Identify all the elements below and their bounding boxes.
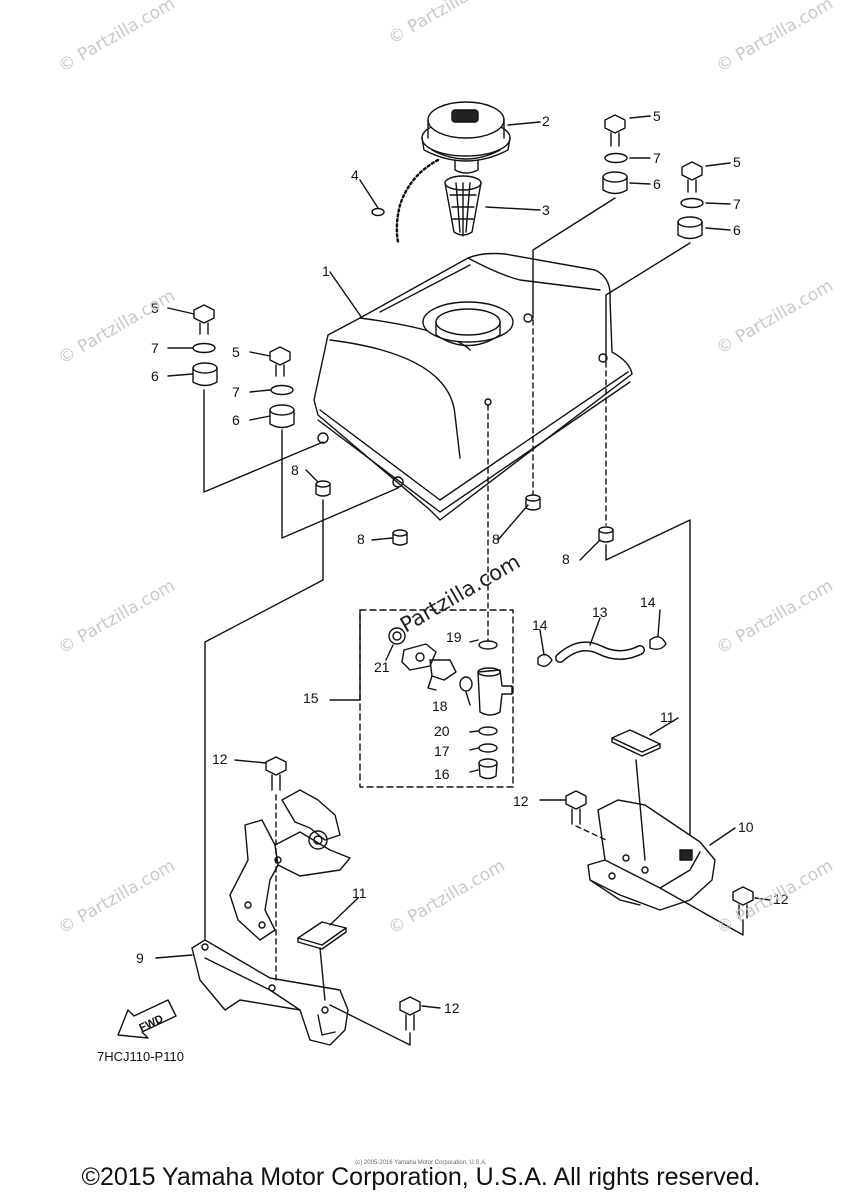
callout-12: 12 xyxy=(773,891,789,907)
washer-19[interactable] xyxy=(478,640,498,650)
callout-4: 4 xyxy=(351,167,359,183)
hose-clip-14a[interactable] xyxy=(537,653,553,667)
callout-5: 5 xyxy=(653,108,661,124)
bolt-12a[interactable] xyxy=(265,756,287,791)
callout-5: 5 xyxy=(733,154,741,170)
fuel-cock[interactable] xyxy=(477,667,513,716)
callouts: 1 2 3 4 5 5 5 5 6 6 6 6 7 7 7 7 8 8 8 8 … xyxy=(136,108,789,1034)
washer-7c[interactable] xyxy=(192,342,216,354)
callout-12: 12 xyxy=(513,793,529,809)
callout-8: 8 xyxy=(562,551,570,567)
bolt-5a[interactable] xyxy=(604,114,626,147)
copyright: ©2015 Yamaha Motor Corporation, U.S.A. A… xyxy=(81,1163,761,1191)
callout-11: 11 xyxy=(660,709,675,725)
lever[interactable] xyxy=(429,659,457,681)
screw-21[interactable] xyxy=(388,627,406,645)
collar-8a[interactable] xyxy=(315,480,331,497)
callout-9: 9 xyxy=(136,950,144,966)
callout-12: 12 xyxy=(212,751,228,767)
plate-11a[interactable] xyxy=(297,921,347,946)
fuel-cap[interactable] xyxy=(421,101,511,174)
callout-7: 7 xyxy=(653,150,661,166)
hose-clip-14b[interactable] xyxy=(649,636,667,651)
grommet-6d[interactable] xyxy=(269,404,295,429)
bolt-12c[interactable] xyxy=(732,886,754,919)
bolt-12d[interactable] xyxy=(399,996,421,1031)
callout-8: 8 xyxy=(357,531,365,547)
bracket-9[interactable] xyxy=(191,939,349,1046)
callout-8: 8 xyxy=(492,531,500,547)
callout-7: 7 xyxy=(151,340,159,356)
fuel-strainer[interactable] xyxy=(444,175,482,237)
screen-20[interactable] xyxy=(478,726,498,736)
callout-8: 8 xyxy=(291,462,299,478)
collar-8b[interactable] xyxy=(392,529,408,546)
callout-3: 3 xyxy=(542,202,550,218)
callout-14: 14 xyxy=(532,617,548,633)
callout-11: 11 xyxy=(352,885,367,901)
ring-17[interactable] xyxy=(478,743,498,753)
o-ring-18[interactable] xyxy=(459,676,473,692)
washer-7a[interactable] xyxy=(604,152,628,164)
grommet-6b[interactable] xyxy=(677,216,703,240)
diagram-code: 7HCJ110-P110 xyxy=(97,1049,184,1064)
callout-5: 5 xyxy=(232,344,240,360)
fuel-tank[interactable] xyxy=(313,252,633,521)
washer-4[interactable] xyxy=(371,207,385,217)
callout-5: 5 xyxy=(151,300,159,316)
grommet-6a[interactable] xyxy=(602,171,628,195)
collar-8d[interactable] xyxy=(598,526,614,543)
washer-7b[interactable] xyxy=(680,197,704,209)
callout-14: 14 xyxy=(640,594,656,610)
callout-7: 7 xyxy=(733,196,741,212)
callout-15: 15 xyxy=(303,690,319,706)
gasket-plate[interactable] xyxy=(401,643,437,671)
callout-6: 6 xyxy=(232,412,240,428)
washer-7d[interactable] xyxy=(270,384,294,396)
small-copyright: (c) 2005-2016 Yamaha Motor Corporation, … xyxy=(355,1160,487,1166)
collar-8c[interactable] xyxy=(525,494,541,511)
callout-18: 18 xyxy=(432,698,448,714)
bolt-5d[interactable] xyxy=(269,346,291,377)
fwd-arrow xyxy=(117,999,177,1039)
bracket-10[interactable] xyxy=(587,799,716,911)
callout-6: 6 xyxy=(151,368,159,384)
grommet-6c[interactable] xyxy=(192,362,218,387)
callout-13: 13 xyxy=(592,604,608,620)
callout-7: 7 xyxy=(232,384,240,400)
cup-16[interactable] xyxy=(478,758,498,780)
callout-1: 1 xyxy=(322,263,330,279)
callout-6: 6 xyxy=(653,176,661,192)
bolt-5c[interactable] xyxy=(193,304,215,335)
callout-6: 6 xyxy=(733,222,741,238)
callout-16: 16 xyxy=(434,766,450,782)
callout-10: 10 xyxy=(738,819,754,835)
engine-mount-bracket[interactable] xyxy=(229,789,351,941)
bolt-12b[interactable] xyxy=(565,790,587,825)
callout-2: 2 xyxy=(542,113,550,129)
callout-19: 19 xyxy=(446,629,462,645)
callout-21: 21 xyxy=(374,659,390,675)
callout-20: 20 xyxy=(434,723,450,739)
cap-chain xyxy=(395,158,440,244)
callout-17: 17 xyxy=(434,743,450,759)
callout-12: 12 xyxy=(444,1000,460,1016)
bolt-5b[interactable] xyxy=(681,161,703,193)
